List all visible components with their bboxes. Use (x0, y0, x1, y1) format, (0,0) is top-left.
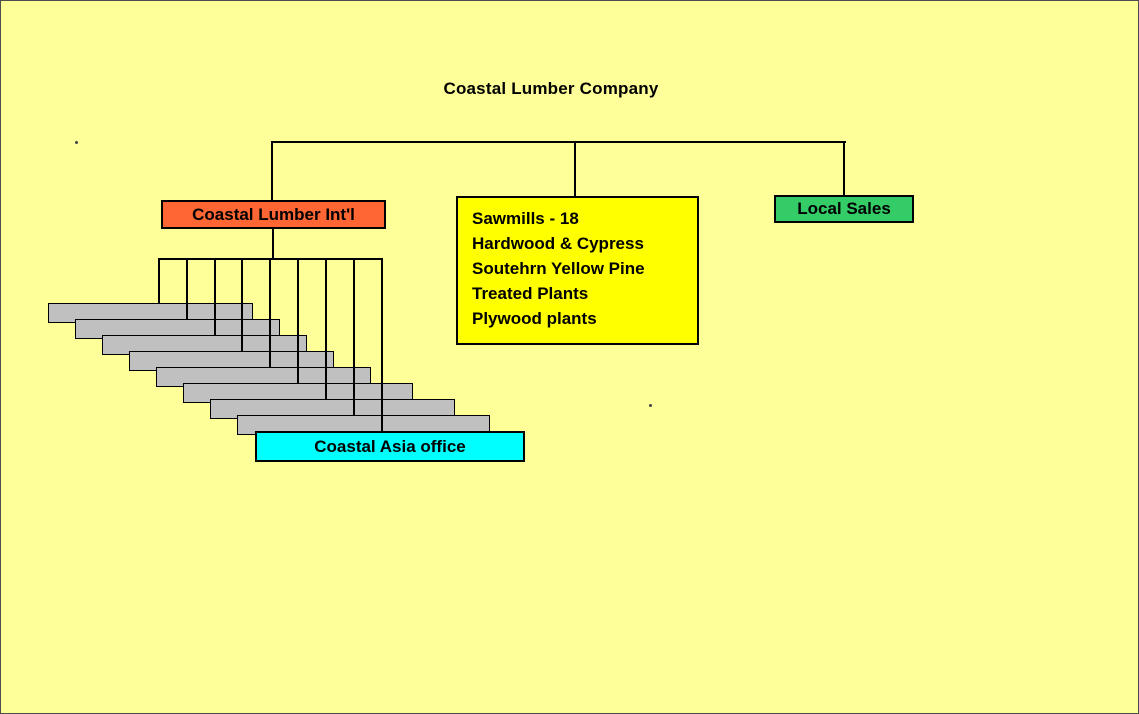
node-local-sales-label: Local Sales (797, 199, 891, 218)
sawmills-line: Hardwood & Cypress (472, 234, 644, 253)
connector-drop-local-sales (843, 141, 845, 195)
connector-comb-line (186, 258, 188, 319)
connector-comb-line (325, 258, 327, 399)
sawmills-line: Soutehrn Yellow Pine (472, 259, 645, 278)
connector-comb-line (158, 258, 160, 303)
chart-title: Coastal Lumber Company (443, 79, 659, 98)
node-local-sales: Local Sales (774, 195, 914, 223)
node-coastal-lumber-intl-label: Coastal Lumber Int'l (192, 204, 355, 224)
stray-dot (75, 141, 78, 144)
connector-comb-line (381, 258, 383, 431)
node-coastal-asia-office: Coastal Asia office (255, 431, 525, 462)
connector-drop-intl (271, 141, 273, 200)
node-coastal-lumber-intl: Coastal Lumber Int'l (161, 200, 386, 229)
sawmills-line: Sawmills - 18 (472, 209, 579, 228)
connector-comb-line (297, 258, 299, 383)
connector-top-horizontal (271, 141, 846, 143)
sawmills-line: Plywood plants (472, 309, 597, 328)
connector-intl-to-comb (272, 228, 274, 258)
node-coastal-asia-office-label: Coastal Asia office (314, 436, 466, 456)
connector-comb-line (214, 258, 216, 335)
connector-comb-line (353, 258, 355, 415)
connector-comb-line (269, 258, 271, 367)
connector-drop-sawmills (574, 141, 576, 196)
node-sawmills: Sawmills - 18 Hardwood & Cypress Soutehr… (456, 196, 699, 345)
sawmills-line: Treated Plants (472, 284, 589, 303)
connector-comb-line (241, 258, 243, 351)
stray-dot (649, 404, 652, 407)
